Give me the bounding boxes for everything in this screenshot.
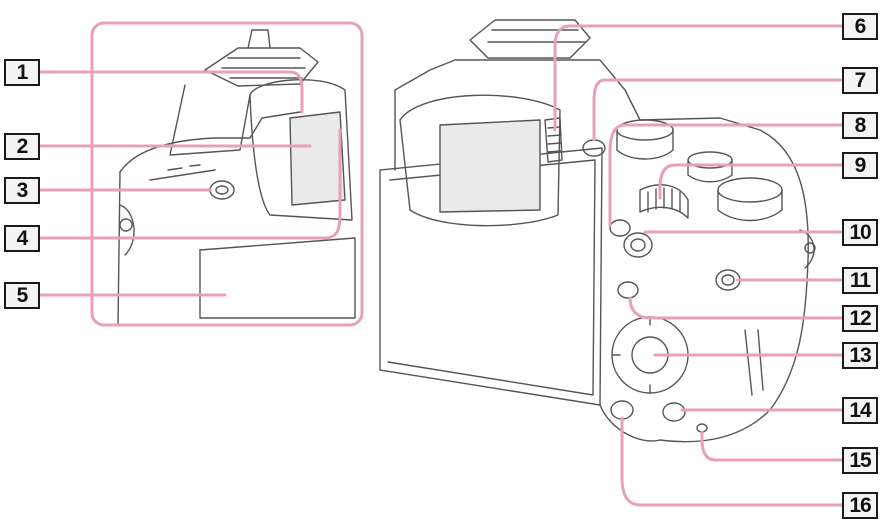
callout-15: 15 xyxy=(842,447,878,474)
callout-12: 12 xyxy=(842,305,878,332)
callout-6: 6 xyxy=(842,13,878,40)
leader-16 xyxy=(620,416,844,507)
callout-10: 10 xyxy=(842,219,878,246)
callout-7: 7 xyxy=(842,67,878,94)
callout-1: 1 xyxy=(4,59,40,86)
leader-15 xyxy=(700,430,844,462)
callout-5: 5 xyxy=(4,282,40,309)
callout-4: 4 xyxy=(4,225,40,252)
callout-2: 2 xyxy=(4,133,40,160)
camera-rear-body xyxy=(379,19,816,443)
callout-16: 16 xyxy=(842,492,878,519)
leader-8 xyxy=(608,123,844,227)
callout-11: 11 xyxy=(842,267,878,294)
leader-6 xyxy=(553,24,844,132)
leader-7 xyxy=(592,78,844,142)
callout-14: 14 xyxy=(842,397,878,424)
callout-8: 8 xyxy=(842,112,878,139)
callout-3: 3 xyxy=(4,177,40,204)
callout-9: 9 xyxy=(842,152,878,179)
leader-1 xyxy=(38,70,304,114)
inset-frame xyxy=(90,21,364,327)
callout-leaders xyxy=(38,24,844,507)
leader-4 xyxy=(38,128,342,240)
leader-12 xyxy=(628,296,844,320)
callout-13: 13 xyxy=(842,342,878,369)
leader-9 xyxy=(658,163,844,200)
